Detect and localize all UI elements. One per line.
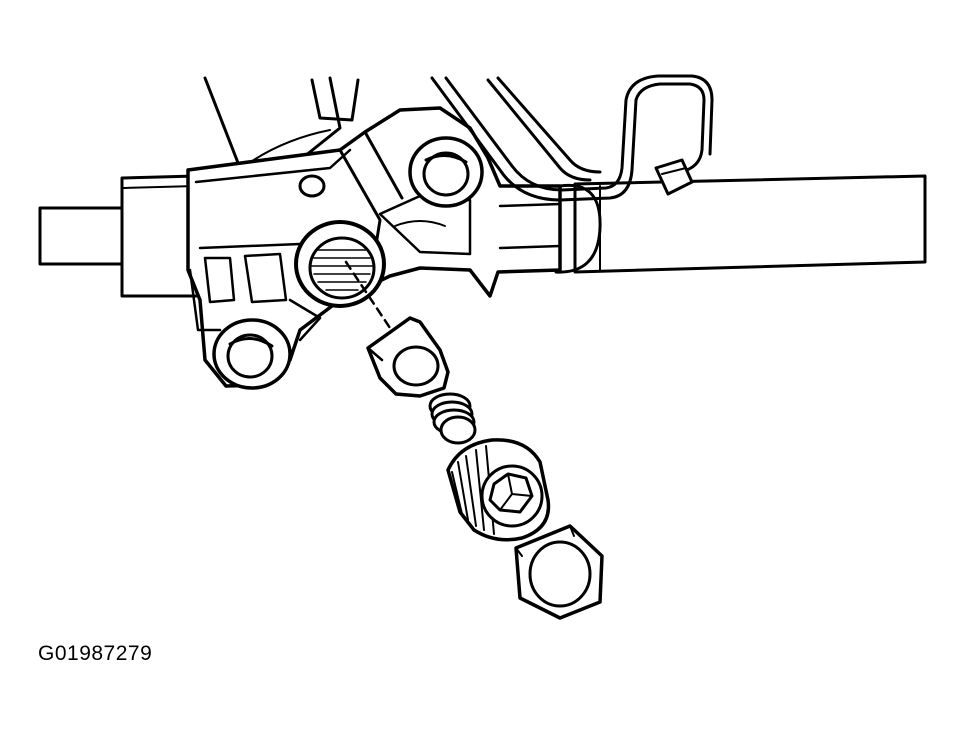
figure-id-label: G01987279 [38,642,153,665]
upper-mount-bushing [408,136,484,208]
rack-tube-right [554,174,927,274]
lock-nut [514,524,604,620]
rack-tube-left [38,174,202,298]
yoke-spring [428,392,477,445]
lower-mount-bushing [212,318,292,390]
adjuster-bore [294,220,386,308]
adjuster-plug [446,438,551,542]
fluid-lines [430,74,714,202]
rack-yoke [366,316,450,398]
